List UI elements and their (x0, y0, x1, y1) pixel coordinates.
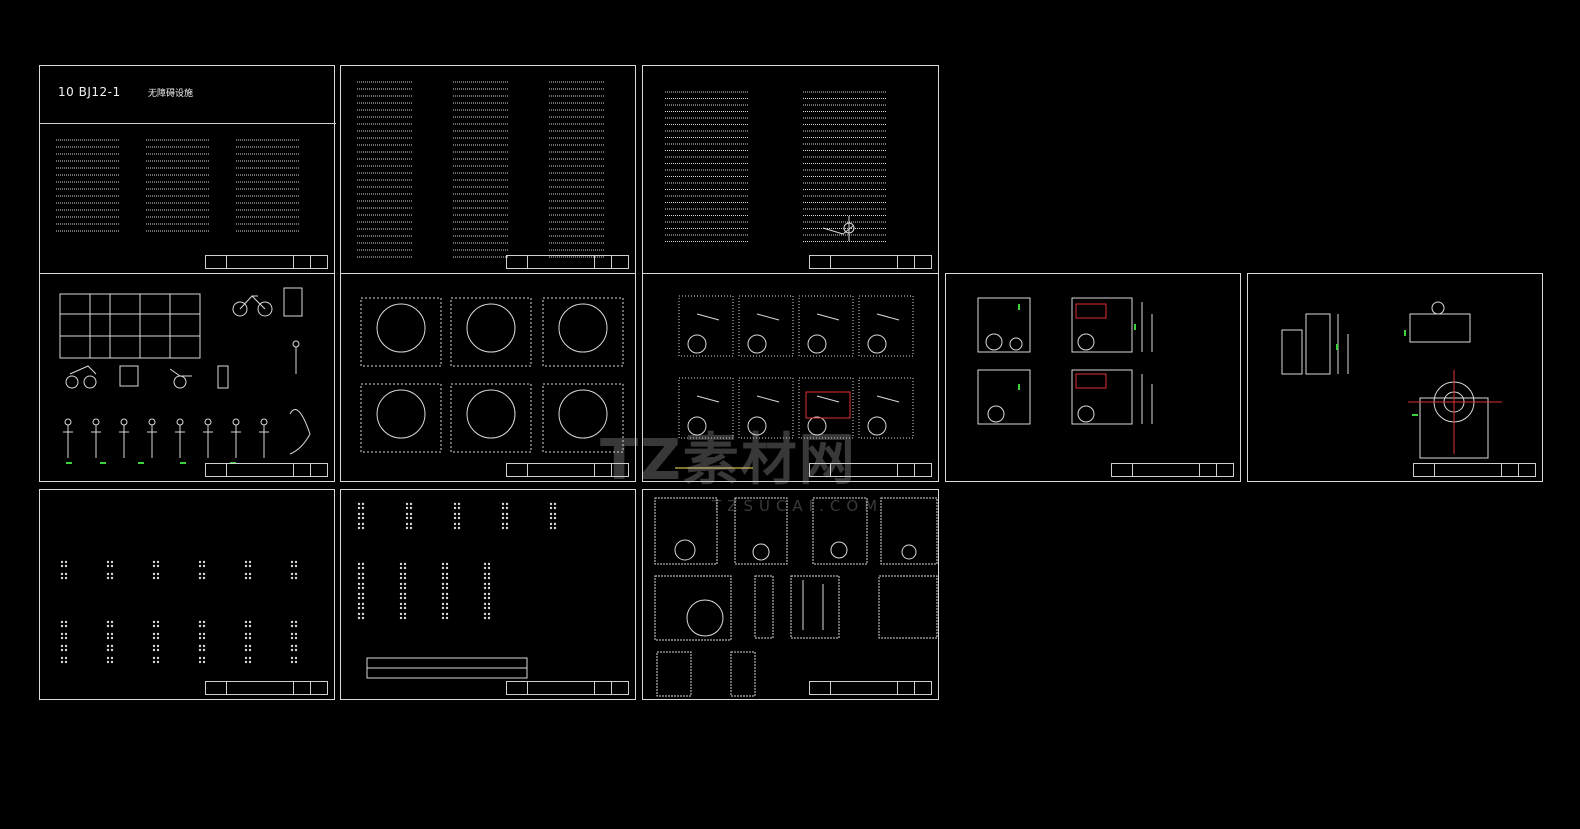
sheet-human-dimensions[interactable] (39, 273, 335, 482)
sheet-mobility-devices[interactable] (642, 489, 939, 700)
cover-divider (40, 123, 336, 124)
turning-space-drawing (360, 297, 624, 453)
title-block (809, 255, 932, 269)
atlas-code: 10 BJ12-1 (58, 85, 121, 99)
atlas-name: 无障碍设施 (148, 89, 194, 99)
title-block (1111, 463, 1234, 477)
wheelchair-reach-drawing (675, 295, 914, 469)
walking-aid-drawing (1281, 301, 1502, 459)
title-block (809, 463, 932, 477)
sheet-braille-1[interactable] (39, 489, 335, 700)
title-block (205, 463, 328, 477)
contents-list-drawing (56, 139, 300, 232)
title-block (506, 681, 629, 695)
braille-table-drawing (60, 560, 298, 664)
title-block (205, 681, 328, 695)
title-block (809, 681, 932, 695)
notes-text-drawing (665, 91, 887, 242)
mobility-devices-drawing (654, 497, 938, 697)
sheet-wheelchair-reach[interactable] (642, 273, 939, 482)
sheet-cover-contents[interactable]: 10 BJ12-1 无障碍设施 (39, 65, 336, 274)
sheet-notes[interactable] (642, 65, 939, 274)
sheet-reach-range[interactable] (945, 273, 1241, 482)
contents-list-drawing (357, 81, 605, 258)
title-block (1413, 463, 1536, 477)
watermark-domain: TZSUCAI.COM (712, 497, 884, 515)
title-block (506, 463, 629, 477)
title-block (205, 255, 328, 269)
sheet-contents-2[interactable] (340, 65, 636, 274)
braille-table-drawing (357, 502, 557, 679)
sheet-turning-space[interactable] (340, 273, 636, 482)
title-block (506, 255, 629, 269)
reach-range-drawing (977, 297, 1153, 425)
human-dimension-drawing (59, 287, 311, 464)
sheet-braille-2[interactable] (340, 489, 636, 700)
watermark-brand: TZ素材网 (600, 428, 857, 493)
sheet-walking-aid[interactable] (1247, 273, 1543, 482)
